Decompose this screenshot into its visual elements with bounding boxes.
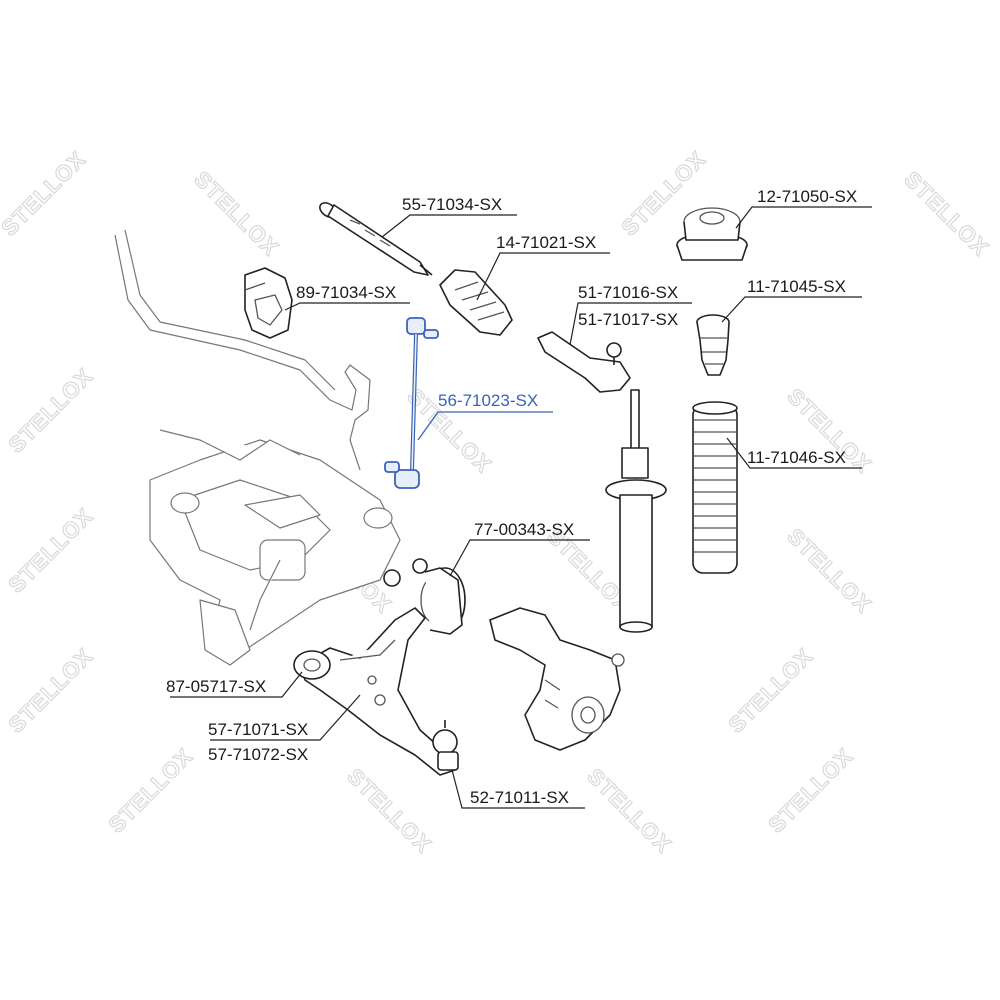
leader-77-00343	[449, 539, 590, 577]
leader-12-71050	[735, 206, 872, 229]
callout-11-71046-SX: 11-71046-SX	[747, 448, 846, 467]
callout-56-71023-SX: 56-71023-SX	[438, 391, 539, 410]
stabilizer-bushing-part	[244, 267, 293, 339]
watermark: STELLOX	[189, 166, 283, 260]
bump-stop-part	[696, 314, 730, 376]
leader-lines	[170, 206, 872, 809]
callout-89-71034-SX: 89-71034-SX	[296, 283, 397, 302]
callout-51-71017-SX: 51-71017-SX	[578, 310, 679, 329]
watermark: STELLOX	[3, 643, 97, 737]
callout-77-00343-SX: 77-00343-SX	[474, 520, 575, 539]
stabilizer-link-part	[384, 317, 439, 489]
control-arm-bushing-part	[420, 567, 466, 635]
leader-11-71045	[721, 296, 862, 323]
watermark: STELLOX	[582, 763, 676, 857]
subframe-background	[114, 229, 401, 666]
leader-56-71023	[417, 411, 553, 441]
callout-14-71021-SX: 14-71021-SX	[496, 233, 597, 252]
watermark: STELLOX	[763, 743, 857, 837]
strut-mount-part	[676, 207, 748, 261]
tie-rod-end-part	[537, 331, 631, 393]
leader-14-71021	[476, 252, 610, 301]
steering-boot-part	[439, 269, 513, 336]
ball-joint-part	[432, 720, 459, 771]
watermark: STELLOX	[782, 523, 876, 617]
watermark: STELLOX	[0, 146, 91, 240]
leader-89-71034	[284, 302, 410, 311]
watermark: STELLOX	[899, 166, 993, 260]
callout-51-71016-SX: 51-71016-SX	[578, 283, 679, 302]
steering-knuckle-part	[489, 607, 625, 751]
watermark: STELLOX	[103, 743, 197, 837]
callout-52-71011-SX: 52-71011-SX	[470, 788, 569, 807]
shock-absorber-part	[605, 389, 667, 633]
callout-11-71045-SX: 11-71045-SX	[747, 277, 846, 296]
leader-57-71071	[210, 694, 361, 741]
leader-11-71046	[726, 437, 862, 469]
callout-87-05717-SX: 87-05717-SX	[166, 677, 267, 696]
callout-55-71034-SX: 55-71034-SX	[402, 195, 503, 214]
tie-rod-part	[319, 202, 433, 276]
watermark: STELLOX	[3, 503, 97, 597]
leader-55-71034	[381, 214, 517, 238]
dust-boot-part	[692, 401, 738, 574]
control-arm-part	[293, 558, 456, 776]
leader-51-71016	[569, 302, 692, 346]
watermark: STELLOX	[3, 363, 97, 457]
callout-12-71050-SX: 12-71050-SX	[757, 187, 858, 206]
callout-57-71071-SX: 57-71071-SX	[208, 720, 309, 739]
leader-52-71011	[451, 769, 585, 809]
callout-57-71072-SX: 57-71072-SX	[208, 745, 309, 764]
watermark: STELLOX	[342, 763, 436, 857]
leader-87-05717	[170, 671, 303, 698]
watermark: STELLOX	[723, 643, 817, 737]
